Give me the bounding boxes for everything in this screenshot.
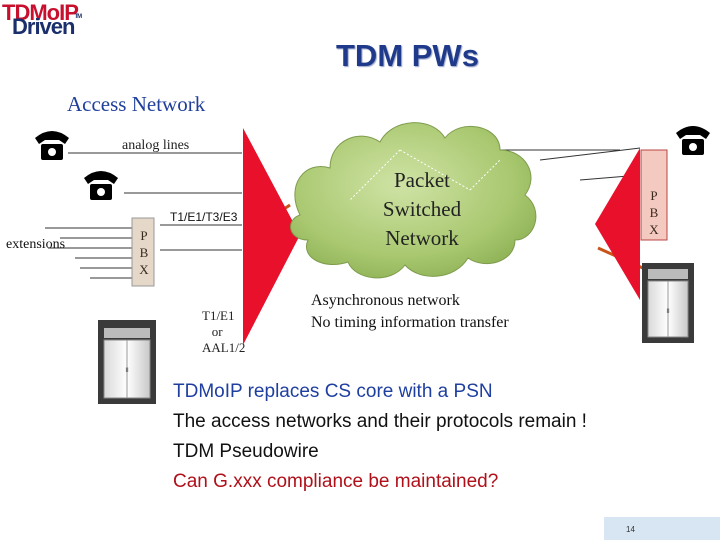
- pbx-left-box: [131, 217, 155, 287]
- pbx-right-label: P B X: [647, 187, 661, 238]
- pbx-right-x: X: [649, 222, 659, 237]
- cabinet-icon: II: [98, 320, 156, 404]
- gateway-left: [243, 128, 300, 345]
- gateway-right: [595, 148, 640, 300]
- t1e1-aal-label: T1/E1 or AAL1/2: [202, 308, 246, 355]
- logo-trademark: TM: [74, 14, 82, 20]
- bullet-item: TDMoIP replaces CS core with a PSN: [173, 381, 493, 402]
- logo-word: Driven: [12, 14, 75, 39]
- bullet-item: The access networks and their protocols …: [173, 411, 587, 432]
- trunk-label: T1/E1/T3/E3: [170, 210, 238, 224]
- svg-text:II: II: [666, 309, 670, 315]
- cabinet-icon: II: [642, 263, 694, 343]
- pbx-right-box: [640, 149, 668, 241]
- cloud-inner-links: [349, 149, 501, 201]
- extension-lines: [45, 227, 132, 279]
- extensions-label: extensions: [6, 237, 66, 252]
- bullet-item: Can G.xxx compliance be maintained?: [173, 471, 499, 492]
- logo-line2: DrivenTM: [12, 14, 82, 40]
- pbx-left-p: P: [140, 228, 148, 243]
- cloud-line3: Network: [385, 226, 459, 250]
- pbx-left-b: B: [139, 245, 149, 260]
- access-network-label: Access Network: [67, 92, 206, 116]
- async-line2: No timing information transfer: [311, 314, 509, 331]
- bullet-item: TDM Pseudowire: [173, 441, 319, 462]
- page-number-box: 14: [604, 517, 720, 540]
- cloud-line2: Switched: [382, 197, 462, 221]
- cloud-label: Packet Switched Network: [340, 166, 504, 253]
- async-line1: Asynchronous network: [311, 292, 460, 309]
- bullet-list: TDMoIP replaces CS core with a PSN The a…: [173, 377, 587, 497]
- telephone-icon: [84, 171, 118, 200]
- cloud-line1: Packet: [394, 168, 450, 192]
- telephone-icon: [35, 131, 69, 160]
- pbx-left-label: P B X: [137, 227, 151, 278]
- page-number: 14: [626, 525, 635, 534]
- pbx-right-b: B: [649, 205, 659, 220]
- telephone-icon: [676, 126, 710, 155]
- pbx-right-p: P: [650, 188, 658, 203]
- cloud-icon: [290, 122, 537, 279]
- async-network-note: Asynchronous network No timing informati…: [311, 290, 509, 334]
- pbx-left-x: X: [139, 262, 149, 277]
- page-title: TDM PWs: [336, 38, 479, 73]
- analog-lines-label: analog lines: [122, 138, 190, 153]
- logo-line1: TDMoIP: [2, 0, 79, 25]
- svg-text:II: II: [125, 368, 129, 374]
